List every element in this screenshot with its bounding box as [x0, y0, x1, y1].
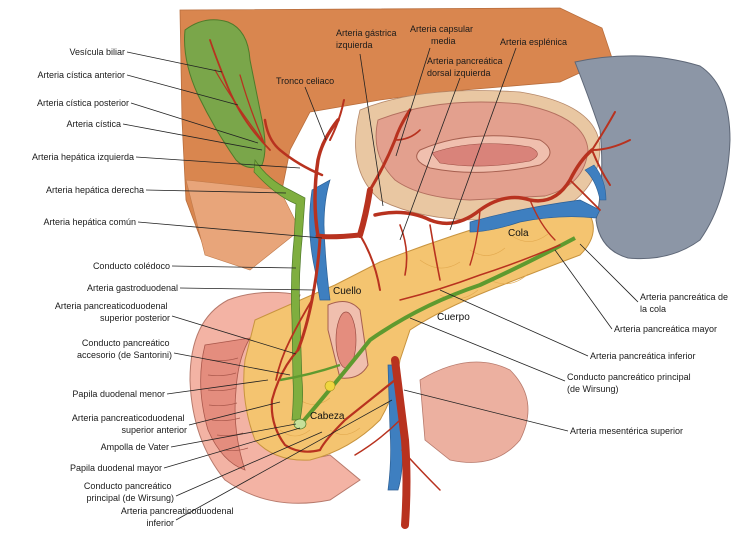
splenic-hilum-veins: [584, 164, 607, 201]
label-arteria-pd-inferior: Arteria pancreaticoduodenal inferior: [121, 506, 236, 528]
pancreas-lobules: [279, 233, 549, 437]
left-labels: Vesícula biliar Arteria cística anterior…: [32, 47, 236, 528]
liver-lower-lobe: [185, 179, 301, 271]
left-leader-lines: [122, 51, 393, 521]
label-arteria-cistica-posterior: Arteria cística posterior: [37, 98, 129, 108]
label-tronco-celiaco: Tronco celiaco: [276, 76, 334, 86]
label-arteria-capsular-media: Arteria capsular media: [410, 24, 476, 46]
label-arteria-esplenica: Arteria esplénica: [500, 37, 567, 47]
gallbladder: [184, 19, 266, 169]
jejunum: [419, 361, 529, 463]
papilla-marker: [324, 380, 336, 392]
label-santorini: Conducto pancreático accesorio (de Santo…: [77, 338, 172, 360]
label-arteria-cistica: Arteria cística: [66, 119, 121, 129]
label-arteria-pancreatica-mayor: Arteria pancreática mayor: [614, 324, 717, 334]
label-arteria-mesenterica-superior: Arteria mesentérica superior: [570, 426, 683, 436]
label-arteria-hepatica-comun: Arteria hepática común: [43, 217, 136, 227]
label-arteria-gastrica-izquierda: Arteria gástrica izquierda: [336, 28, 399, 50]
label-wirsung-right: Conducto pancreático principal (de Wirsu…: [567, 372, 693, 394]
label-arteria-pd-superior-anterior: Arteria pancreaticoduodenal superior ant…: [72, 413, 187, 435]
label-arteria-pancreatica-inferior: Arteria pancreática inferior: [590, 351, 696, 361]
label-papila-menor: Papila duodenal menor: [72, 389, 165, 399]
arterial-tree: [209, 39, 631, 529]
label-wirsung-left: Conducto pancreático principal (de Wirsu…: [84, 481, 174, 503]
label-arteria-cistica-anterior: Arteria cística anterior: [37, 70, 125, 80]
right-leader-lines: [304, 47, 639, 432]
spleen: [574, 55, 731, 260]
splenic-vein: [469, 199, 601, 233]
label-arteria-pancreatica-cola: Arteria pancreática de la cola: [640, 292, 731, 314]
liver: [179, 7, 613, 261]
top-labels: Tronco celiaco Arteria gástrica izquierd…: [276, 24, 567, 86]
duodenal-mucosa: [200, 337, 251, 471]
label-cola: Cola: [508, 228, 529, 239]
label-conducto-coledoco: Conducto colédoco: [93, 261, 170, 271]
label-arteria-hepatica-izquierda: Arteria hepática izquierda: [32, 152, 134, 162]
label-ampolla-vater: Ampolla de Vater: [101, 442, 169, 452]
right-labels: Arteria pancreática de la cola Arteria p…: [567, 292, 731, 436]
label-arteria-hepatica-derecha: Arteria hepática derecha: [46, 185, 144, 195]
label-cuello: Cuello: [333, 286, 362, 297]
label-vesicula-biliar: Vesícula biliar: [69, 47, 125, 57]
label-arteria-pancreatica-dorsal: Arteria pancreática dorsal izquierda: [427, 56, 505, 78]
label-arteria-pd-superior-posterior: Arteria pancreaticoduodenal superior pos…: [55, 301, 170, 323]
santorini-duct: [279, 363, 341, 382]
label-papila-mayor: Papila duodenal mayor: [70, 463, 162, 473]
label-arteria-gastroduodenal: Arteria gastroduodenal: [87, 283, 178, 293]
label-cabeza: Cabeza: [310, 411, 345, 422]
label-cuerpo: Cuerpo: [437, 312, 470, 323]
